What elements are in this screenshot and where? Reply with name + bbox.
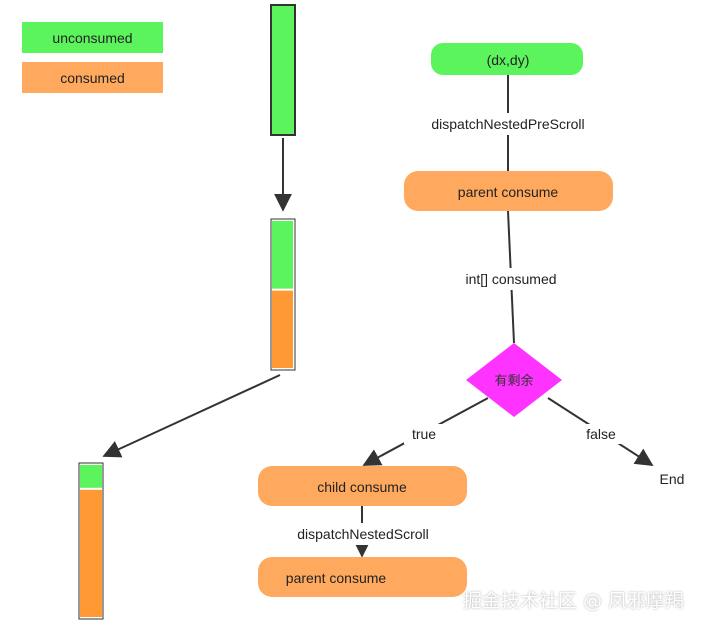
false-label: false bbox=[586, 426, 616, 442]
bar-2-outline bbox=[270, 218, 296, 371]
watermark: 掘金技术社区 @ 凤邪摩羯 bbox=[462, 590, 684, 612]
child-consume-label: child consume bbox=[317, 479, 407, 495]
true-label: true bbox=[412, 426, 436, 442]
bar-1-unconsumed bbox=[272, 6, 294, 134]
nested-scroll-label: dispatchNestedScroll bbox=[297, 526, 429, 542]
bar-3-consumed bbox=[80, 489, 102, 617]
consumed-array-label: int[] consumed bbox=[465, 271, 556, 287]
bar-3-unconsumed bbox=[80, 465, 102, 488]
bar-1-outline bbox=[270, 4, 296, 136]
bar-2-unconsumed bbox=[272, 221, 293, 289]
parent-consume-node-1 bbox=[404, 171, 613, 211]
start-node bbox=[431, 43, 583, 75]
legend-consumed-label: consumed bbox=[60, 69, 125, 86]
end-label: End bbox=[660, 471, 685, 487]
scroll-bars bbox=[78, 4, 296, 620]
start-node-label: (dx,dy) bbox=[487, 52, 530, 68]
bar-2-consumed bbox=[272, 290, 293, 368]
bar-3-outline bbox=[78, 462, 104, 620]
pre-scroll-label: dispatchNestedPreScroll bbox=[431, 116, 584, 132]
parent-consume-2-label: parent consume bbox=[286, 570, 387, 586]
decision-node bbox=[466, 343, 562, 417]
decision-label: 有剩余 bbox=[494, 373, 533, 389]
legend-unconsumed: unconsumed bbox=[22, 22, 163, 53]
legend-unconsumed-label: unconsumed bbox=[52, 29, 133, 46]
bar-arrow-2 bbox=[102, 374, 281, 458]
parent-consume-1-label: parent consume bbox=[458, 184, 559, 200]
child-consume-node bbox=[258, 466, 467, 506]
parent-consume-node-2 bbox=[258, 557, 467, 597]
legend-consumed: consumed bbox=[22, 62, 163, 93]
